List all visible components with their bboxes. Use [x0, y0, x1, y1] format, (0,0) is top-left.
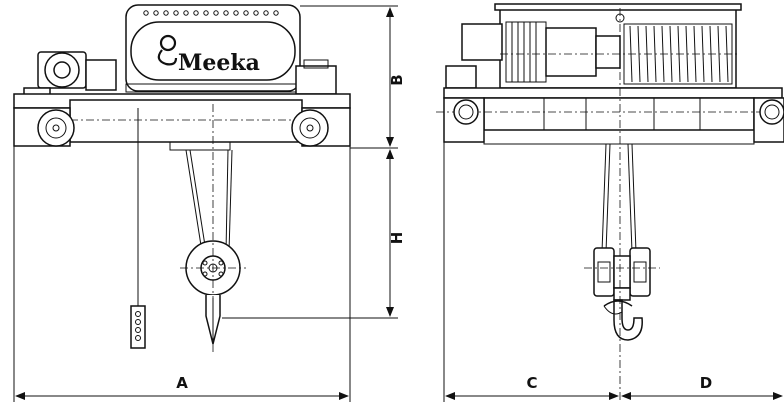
dimension-label-d: D — [700, 374, 712, 392]
side-right-wheel — [759, 99, 784, 125]
side-left-wheel — [453, 99, 479, 125]
side-hook-block — [584, 247, 660, 297]
side-view — [436, 3, 784, 400]
motor-enclosure — [125, 4, 301, 93]
hoist-ropes — [185, 149, 233, 253]
side-hook — [603, 287, 643, 341]
side-girders — [436, 87, 784, 145]
left-travel-wheel — [37, 109, 75, 147]
right-travel-wheel — [291, 109, 329, 147]
control-box — [295, 59, 337, 95]
pendant-control — [130, 108, 146, 349]
dimension-label-b: B — [388, 74, 406, 85]
dimension-label-h: H — [388, 232, 406, 245]
rope-drum — [500, 23, 740, 85]
side-dimension-lines — [443, 142, 783, 402]
front-view: Meeka — [13, 4, 351, 352]
dimension-label-c: C — [526, 374, 537, 392]
dimension-lines — [13, 5, 398, 402]
meeka-logo: Meeka — [157, 34, 260, 76]
left-gear-motor — [23, 51, 117, 101]
winch-motor — [505, 21, 621, 83]
side-ropes — [601, 143, 637, 253]
dimension-label-a: A — [176, 374, 188, 392]
logo-text: Meeka — [178, 50, 260, 76]
